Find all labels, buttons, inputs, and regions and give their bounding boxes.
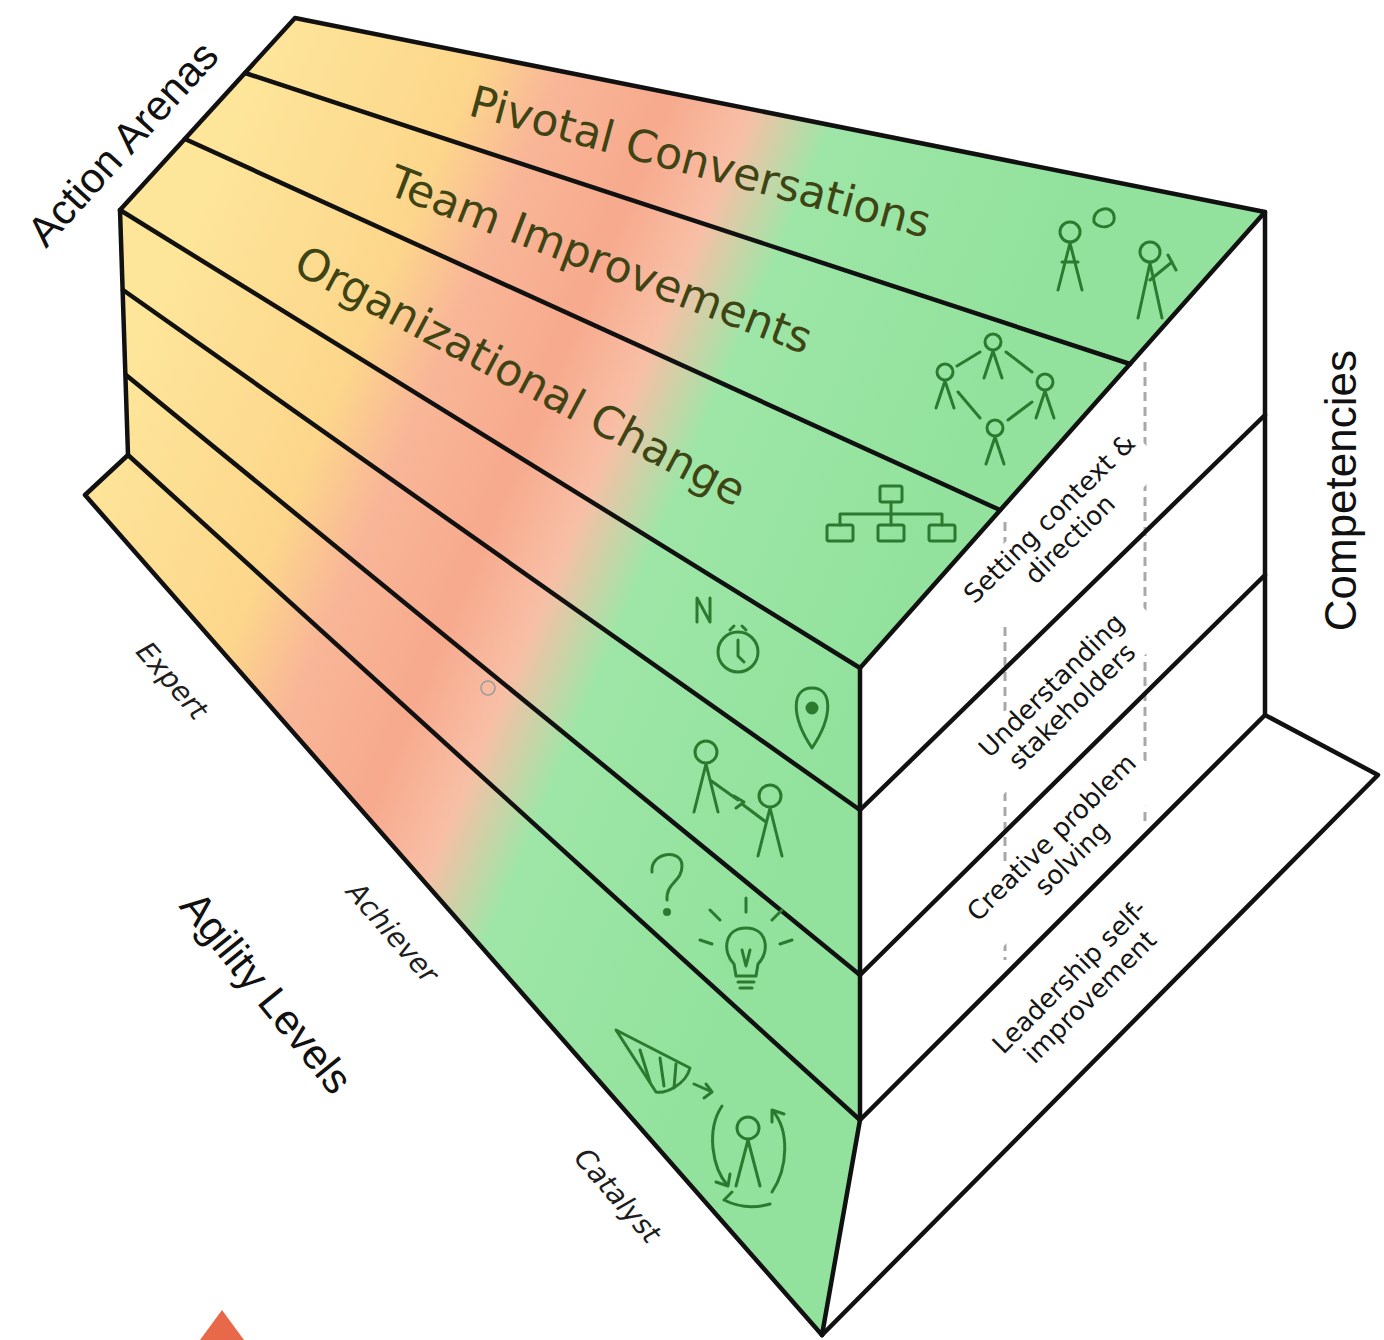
lightbulb-icon	[700, 898, 792, 988]
conversation-icon	[1058, 209, 1176, 318]
icons	[616, 209, 1176, 1207]
team-icon	[936, 334, 1054, 464]
self-cycle-icon	[713, 1106, 785, 1207]
step-divider	[860, 415, 1265, 810]
handshake-icon	[694, 741, 782, 856]
wedge-outline	[85, 18, 1378, 1335]
compass-icon	[697, 598, 758, 672]
axis-title: Competencies	[1316, 348, 1365, 633]
front-edge	[85, 210, 822, 1335]
axis-title: Action Arenas	[16, 30, 228, 256]
org-chart-icon	[827, 486, 955, 541]
level-label: Expert	[129, 634, 215, 727]
logo-fragment	[200, 1310, 244, 1340]
level-label: Catalyst	[566, 1140, 668, 1250]
level-divider	[126, 375, 860, 975]
location-pin-icon	[796, 688, 828, 748]
side-edge	[822, 212, 1378, 1335]
front-edge	[822, 668, 860, 1335]
axis-title: Agility Levels	[169, 880, 362, 1103]
top-face	[120, 18, 1265, 668]
question-icon	[652, 855, 682, 915]
spotlight-icon	[616, 1030, 712, 1098]
dashed-guide	[1144, 362, 1147, 825]
color-wash	[85, 18, 1265, 1335]
level-label: Achiever	[338, 874, 445, 990]
cursor-mark	[481, 681, 495, 695]
step-divider	[860, 715, 1265, 1120]
level-divider	[128, 455, 860, 1120]
